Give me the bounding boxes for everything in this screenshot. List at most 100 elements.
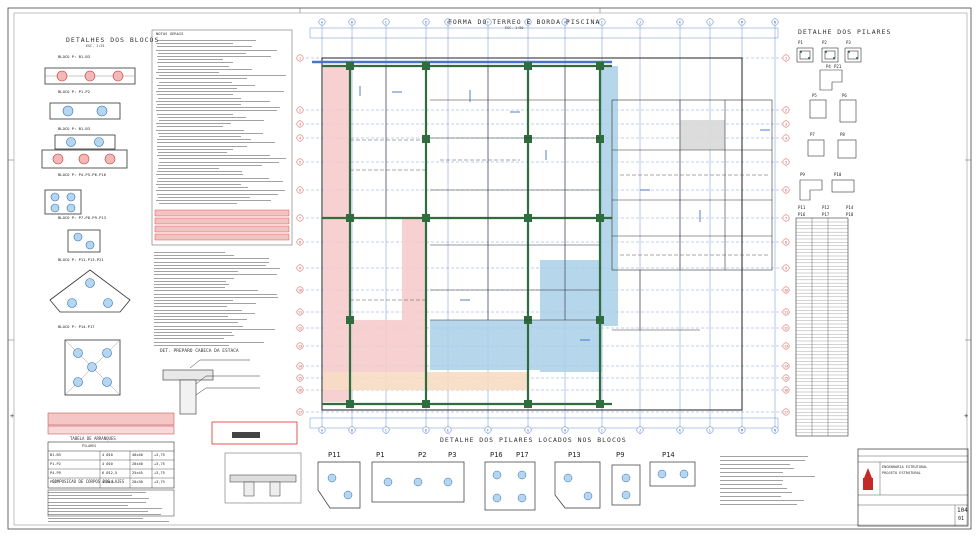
notes-text-line [154,274,277,276]
notes-heading: NOTAS GERAIS [156,31,184,36]
grid-row-bubble: 11 [782,308,790,316]
grid-row-bubble: 7 [782,214,790,222]
reinforcement-table-cell: P1-P2 [50,462,61,466]
grid-row-label: 8 [299,240,301,244]
blocks-detail-scale: ESC. 1:25 [86,44,105,48]
notes-text-line [158,59,223,61]
block-label: BLOCO P: B1-B3 [58,54,91,59]
notes-text-line [157,56,271,58]
side-pillar-label: P4 [826,64,831,69]
notes-text-line [156,107,280,109]
notes-text-line [158,132,263,134]
grid-row-label: 5 [785,160,787,164]
reinforcement-table-cell: P13 [50,480,57,484]
notes-text-line [154,290,258,292]
notes-text-line [720,456,808,457]
sheet-frame [7,7,972,530]
notes-text-line [154,344,229,346]
grid-column-bubble: D [422,18,430,26]
notes-text-line [157,40,256,42]
grid-column-bubble: B [348,18,356,26]
grid-column-label: M [741,20,744,24]
grid-row-bubble: 14 [782,362,790,370]
reinforcement-table-cell: +3,75 [154,471,165,475]
side-pillar-label: P2 [822,40,827,45]
notes-text-line [720,472,783,473]
grid-column-bubble: G [524,426,532,434]
notes-text-line [157,142,275,144]
notes-text-line [154,284,229,286]
notes-text-line [156,129,244,131]
notes-text-line [154,316,228,318]
notes-text-line [48,495,132,497]
notes-text-line [154,303,256,305]
pink-zone-left [323,66,351,402]
grid-row-label: 13 [784,344,788,348]
pillar-callout-label: P13 [568,451,581,459]
reinforcement-table-cell: 25x45 [132,471,143,475]
notes-text-line [157,180,283,182]
grid-row-bubble: 11 [296,308,304,316]
grid-row-bubble: 12 [782,324,790,332]
slab-section-detail [224,452,302,504]
grid-row-bubble: 12 [296,324,304,332]
grid-row-label: 1 [299,56,301,60]
notes-text-line [720,460,805,461]
notes-text-line [156,190,285,192]
grid-column-bubble: N [771,426,779,434]
grid-row-label: 7 [785,216,787,220]
grid-column-label: E [447,428,449,432]
side-pillar-label: P5 [812,93,817,98]
notes-text-line [720,476,815,477]
blocks-detail-title: DETALHES DOS BLOCOS [66,36,160,44]
grid-column-label: N [774,428,776,432]
grid-column-bubble: E [444,18,452,26]
notes-text-line [720,500,804,501]
notes-text-line [154,319,247,321]
side-pillar-label: P12 [822,205,830,210]
grid-column-label: A [321,20,324,24]
grid-row-label: 2 [299,108,301,112]
grid-row-label: 8 [785,240,787,244]
grid-column-label: J [639,428,641,432]
side-pillar-label: P17 [822,212,830,217]
notes-text-line [154,264,266,266]
notes-text-line [154,338,224,340]
notes-text-line [720,468,794,469]
notes-text-line [48,514,161,516]
notes-text-line [720,504,797,505]
notes-text-line [159,136,241,138]
notes-text-line [154,261,269,263]
grid-row-bubble: 1 [782,54,790,62]
block-label: BLOCO P: P14-P17 [58,324,95,329]
pillars-in-blocks-title: DETALHE DOS PILARES LOCADOS NOS BLOCOS [440,436,627,444]
grid-row-bubble: 15 [296,374,304,382]
proof-specimen-title: COMPOSICAO DE CORPOS DOS LAJES [52,479,125,484]
notes-text-line [154,341,264,343]
notes-text-line [157,139,251,141]
notes-text-line [154,280,226,282]
grid-column-label: L [709,428,711,432]
pillar-callout-label: P16 [490,451,503,459]
grid-column-bubble: K [676,18,684,26]
reinforcement-table-cell: +3,75 [154,453,165,457]
frame-mark-plus-right: + [964,412,968,420]
grid-column-label: E [447,20,449,24]
pillar-block-details [317,461,696,511]
main-floor-plan [306,24,782,434]
grid-row-bubble: 5 [782,158,790,166]
grid-row-label: 9 [785,266,787,270]
main-plan-scale: ESC. 1:50 [505,26,524,30]
reinforcement-table-area [47,412,175,517]
reinforcement-table-cell: +3,75 [154,462,165,466]
grid-row-bubble: 3 [296,120,304,128]
grid-column-label: M [741,428,744,432]
grid-row-label: 4 [299,136,301,140]
grid-row-label: 7 [299,216,301,220]
grid-column-bubble: L [706,426,714,434]
notes-text-line [720,464,790,465]
grid-row-bubble: 9 [296,264,304,272]
notes-text-line [156,49,277,51]
grid-column-label: K [679,428,682,432]
